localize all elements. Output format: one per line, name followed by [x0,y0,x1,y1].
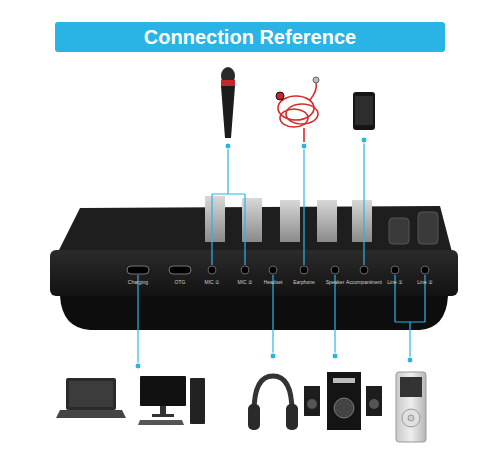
mixer-device [50,196,458,330]
port-label: OTG [175,279,186,285]
port-label: MIC ② [237,279,252,285]
speaker-icon [304,372,382,430]
title-text: Connection Reference [55,26,445,49]
port-label: Speaker [326,279,345,285]
leader-line [363,140,364,265]
leader-dot [332,353,338,359]
phone-icon [353,92,375,130]
subwoofer [327,372,361,430]
usb-c-port [127,266,149,274]
audio-jack [331,266,339,274]
audio-jack [421,266,429,274]
audio-jack [241,266,249,274]
phone-body [353,92,375,130]
fader-cap [352,200,372,242]
port-label: Earphone [293,279,315,285]
port-label: Charging [128,279,148,285]
monitor [140,376,186,406]
port-label: Line ① [387,279,402,285]
fader-cap [280,200,300,242]
title-banner [55,22,445,52]
leader-line [212,146,245,265]
laptop-display [69,381,113,407]
knob [389,218,409,244]
mic-handle [221,86,235,138]
earbud [276,92,284,100]
audio-plug [313,77,319,83]
ear-cup [286,404,298,430]
leader-line [303,146,304,265]
monitor-stand [152,414,174,417]
leader-line [272,275,273,356]
usb-c-port [169,266,191,274]
mp3-wheel [402,409,420,427]
earphone-icon [276,77,319,142]
mixer-front [50,250,458,296]
leader-dot [407,357,413,363]
leader-dots [135,137,413,369]
earphone-cord [310,82,316,100]
subwoofer-cone [334,398,354,418]
laptop-base [56,410,126,418]
microphone-icon [221,67,235,138]
port-label: MIC ① [204,279,219,285]
pc-tower [190,378,205,424]
mic-band [221,80,235,86]
leader-line [395,275,425,360]
leader-line [334,275,335,356]
audio-jack [208,266,216,274]
audio-jack [269,266,277,274]
leader-dot [135,363,141,369]
mp3-screen [400,377,422,397]
audio-jack [391,266,399,274]
phone-screen [355,96,373,125]
ear-cup [248,404,260,430]
mixer-base [60,296,448,330]
earphone-cord [280,109,308,127]
audio-jack [300,266,308,274]
monitor-stand [160,406,166,414]
subwoofer-panel [333,378,355,383]
port-label: Headset [264,279,283,285]
port-label: Line ② [417,279,432,285]
leader-dot [301,143,307,149]
headphone-icon [248,376,298,430]
mic-grille [221,67,235,85]
headband [254,376,292,412]
earphone-cord [286,104,318,124]
keyboard [138,420,184,425]
port-label: Accompaniment [346,279,382,285]
leader-line [137,275,138,366]
satellite-speaker [366,386,382,416]
speaker-cone [307,399,317,409]
leader-dot [361,137,367,143]
laptop-icon [56,378,126,418]
mp3-player-icon [396,372,426,442]
knob [418,212,438,244]
earphone-cord [303,128,305,142]
satellite-speaker [304,386,320,416]
fader-cap [317,200,337,242]
laptop-screen [66,378,116,410]
desktop-icon [138,376,205,425]
speaker-cone [369,399,379,409]
mp3-body [396,372,426,442]
mp3-button [408,415,414,421]
leader-dot [225,143,231,149]
leader-lines [138,140,425,366]
audio-jack [360,266,368,274]
leader-dot [270,353,276,359]
fader-cap [205,196,225,242]
